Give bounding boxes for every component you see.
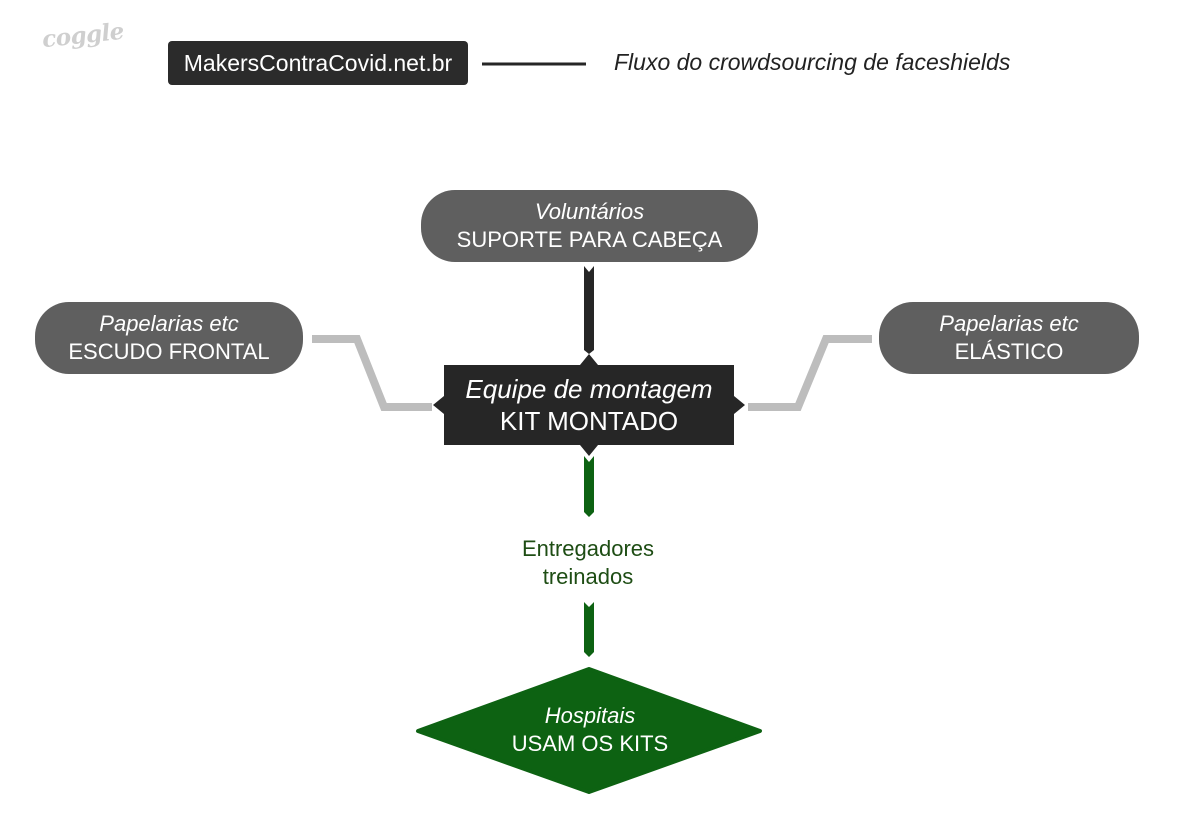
node-left-item: ESCUDO FRONTAL <box>68 339 270 364</box>
node-top-role: Voluntários <box>534 199 645 224</box>
node-left-role: Papelarias etc <box>99 311 239 336</box>
wire-center-to-label <box>584 456 594 517</box>
arrow-tip-right-center <box>734 396 745 414</box>
edge-label: Entregadores treinados <box>488 535 688 591</box>
edge-label-line1: Entregadores <box>521 536 655 561</box>
node-center-item: KIT MONTADO <box>499 406 679 436</box>
edge-label-line2: treinados <box>542 564 634 589</box>
node-bottom[interactable]: Hospitais USAM OS KITS <box>420 702 760 758</box>
node-top[interactable]: Voluntários SUPORTE PARA CABEÇA <box>421 190 758 262</box>
node-left[interactable]: Papelarias etc ESCUDO FRONTAL <box>35 302 303 374</box>
node-right-role: Papelarias etc <box>939 311 1079 336</box>
diagram-subtitle: Fluxo do crowdsourcing de faceshields <box>614 49 1011 75</box>
node-bottom-role: Hospitais <box>544 703 636 728</box>
wire-label-to-hospital <box>584 602 594 657</box>
wire-top-to-center <box>584 266 594 354</box>
node-center[interactable]: Equipe de montagem KIT MONTADO <box>444 365 734 445</box>
hospital-diamond <box>416 667 762 794</box>
wire-right-to-center <box>748 335 872 411</box>
arrow-tip-left-center <box>433 396 444 414</box>
arrow-tip-top-center <box>580 354 598 365</box>
node-right-item: ELÁSTICO <box>954 339 1064 364</box>
arrow-tip-bottom-center <box>580 445 598 456</box>
node-center-role: Equipe de montagem <box>465 374 713 404</box>
node-right[interactable]: Papelarias etc ELÁSTICO <box>879 302 1139 374</box>
wire-left-to-center <box>312 335 432 411</box>
site-tag: MakersContraCovid.net.br <box>168 41 468 85</box>
node-top-item: SUPORTE PARA CABEÇA <box>456 227 723 252</box>
node-bottom-item: USAM OS KITS <box>511 731 669 756</box>
